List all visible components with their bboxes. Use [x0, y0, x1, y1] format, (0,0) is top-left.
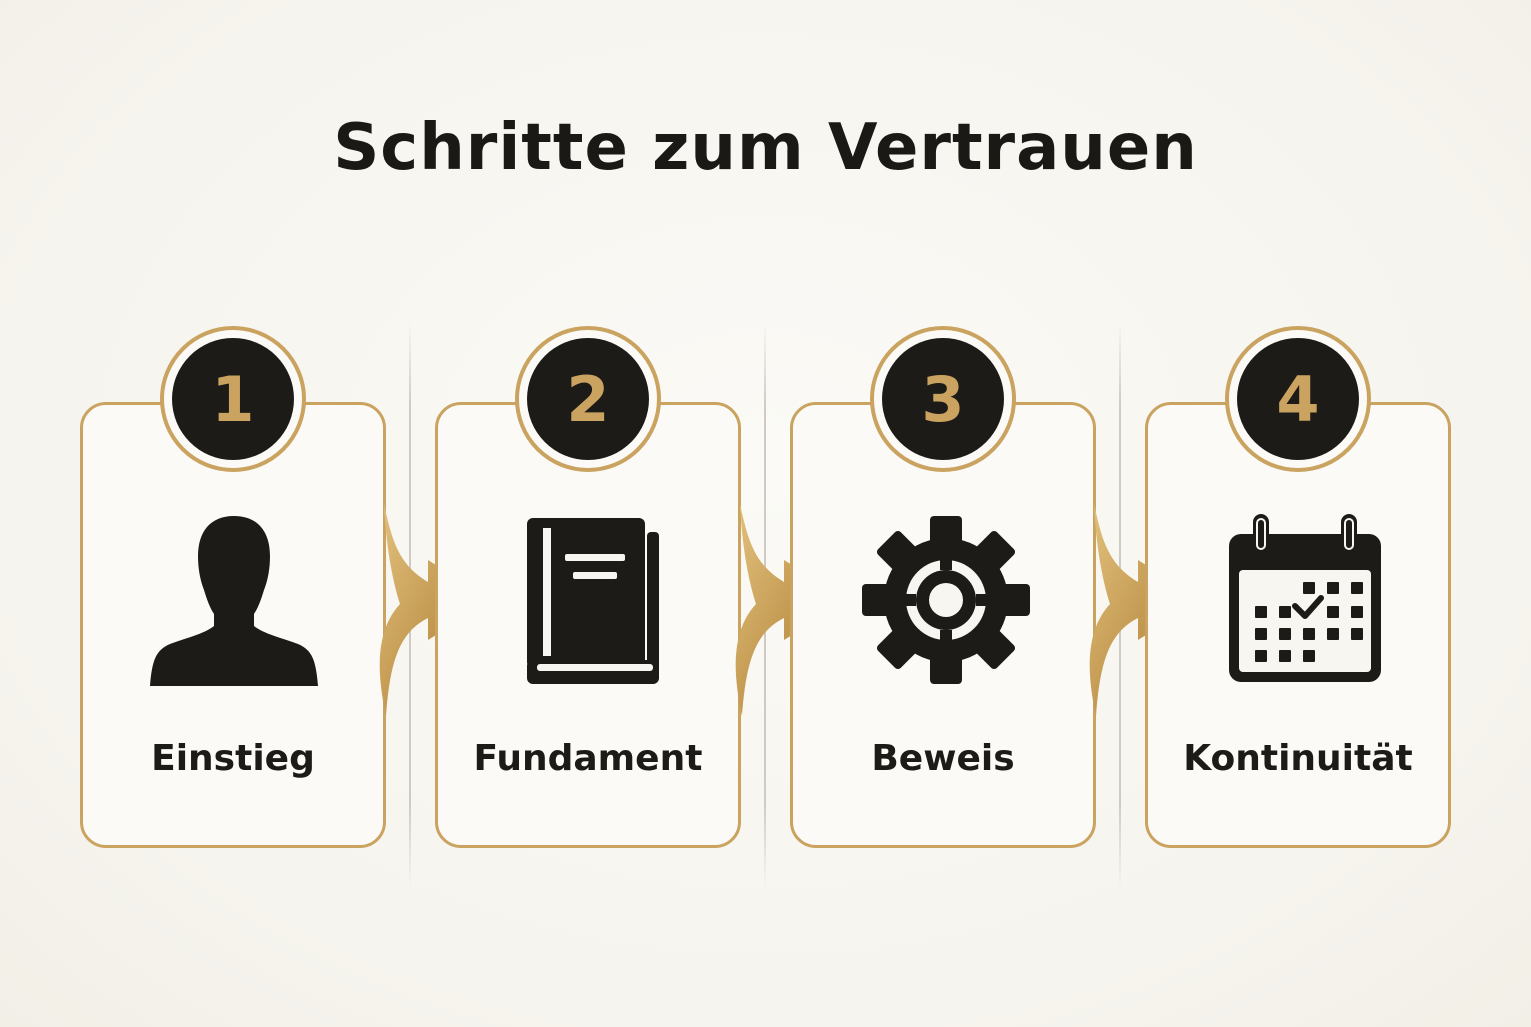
step-label-1: Einstieg [151, 738, 315, 779]
book-icon [527, 518, 659, 684]
step-number-4: 4 [1237, 338, 1359, 460]
step-badge-1: 1 [160, 326, 306, 472]
step-label-4: Kontinuität [1183, 738, 1413, 779]
step-number-1: 1 [172, 338, 294, 460]
step-number-2: 2 [527, 338, 649, 460]
step-badge-2: 2 [515, 326, 661, 472]
step-label-3: Beweis [871, 738, 1015, 779]
step-number-3: 3 [882, 338, 1004, 460]
step-badge-4: 4 [1225, 326, 1371, 472]
step-label-2: Fundament [473, 738, 703, 779]
person-icon [150, 516, 318, 686]
step-badge-3: 3 [870, 326, 1016, 472]
page-title: Schritte zum Vertrauen [333, 111, 1198, 185]
calendar-icon [1229, 514, 1381, 682]
gear-icon [862, 516, 1030, 684]
